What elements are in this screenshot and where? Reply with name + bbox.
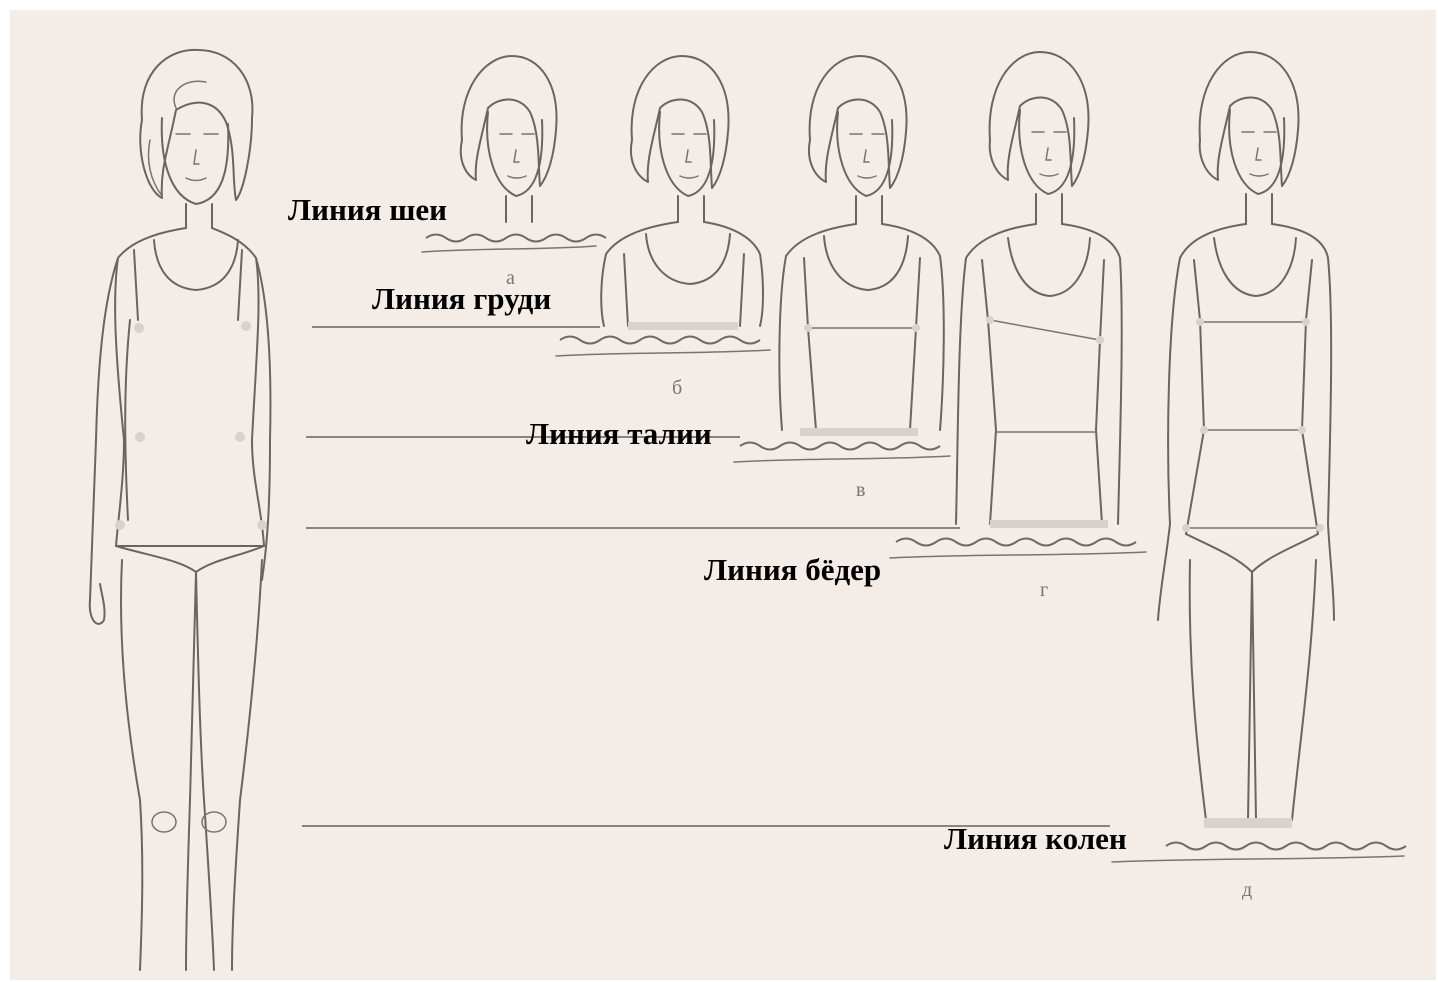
waist-line-label: Линия талии xyxy=(526,418,712,449)
wave-cut-v xyxy=(740,443,940,450)
figure-letter-v: в xyxy=(856,480,865,500)
reference-figure xyxy=(90,50,271,970)
wave-cut-a xyxy=(426,235,606,242)
wave-cut-b xyxy=(560,337,760,344)
neck-line-label: Линия шеи xyxy=(288,194,447,225)
figure-d xyxy=(1112,52,1406,862)
figure-letter-b: б xyxy=(672,378,682,398)
hips-line-label: Линия бёдер xyxy=(704,554,881,585)
figure-g xyxy=(890,52,1146,558)
knees-line-label: Линия колен xyxy=(944,823,1127,854)
wave-cut-g xyxy=(896,539,1136,546)
figure-v xyxy=(734,56,950,462)
chest-line-label: Линия груди xyxy=(372,283,551,314)
figure-b xyxy=(556,56,770,356)
figure-letter-a: а xyxy=(506,268,515,288)
figure-letter-d: д xyxy=(1242,880,1252,900)
wave-cut-d xyxy=(1166,843,1406,850)
figure-letter-g: г xyxy=(1040,580,1048,600)
figure-a xyxy=(422,56,606,252)
